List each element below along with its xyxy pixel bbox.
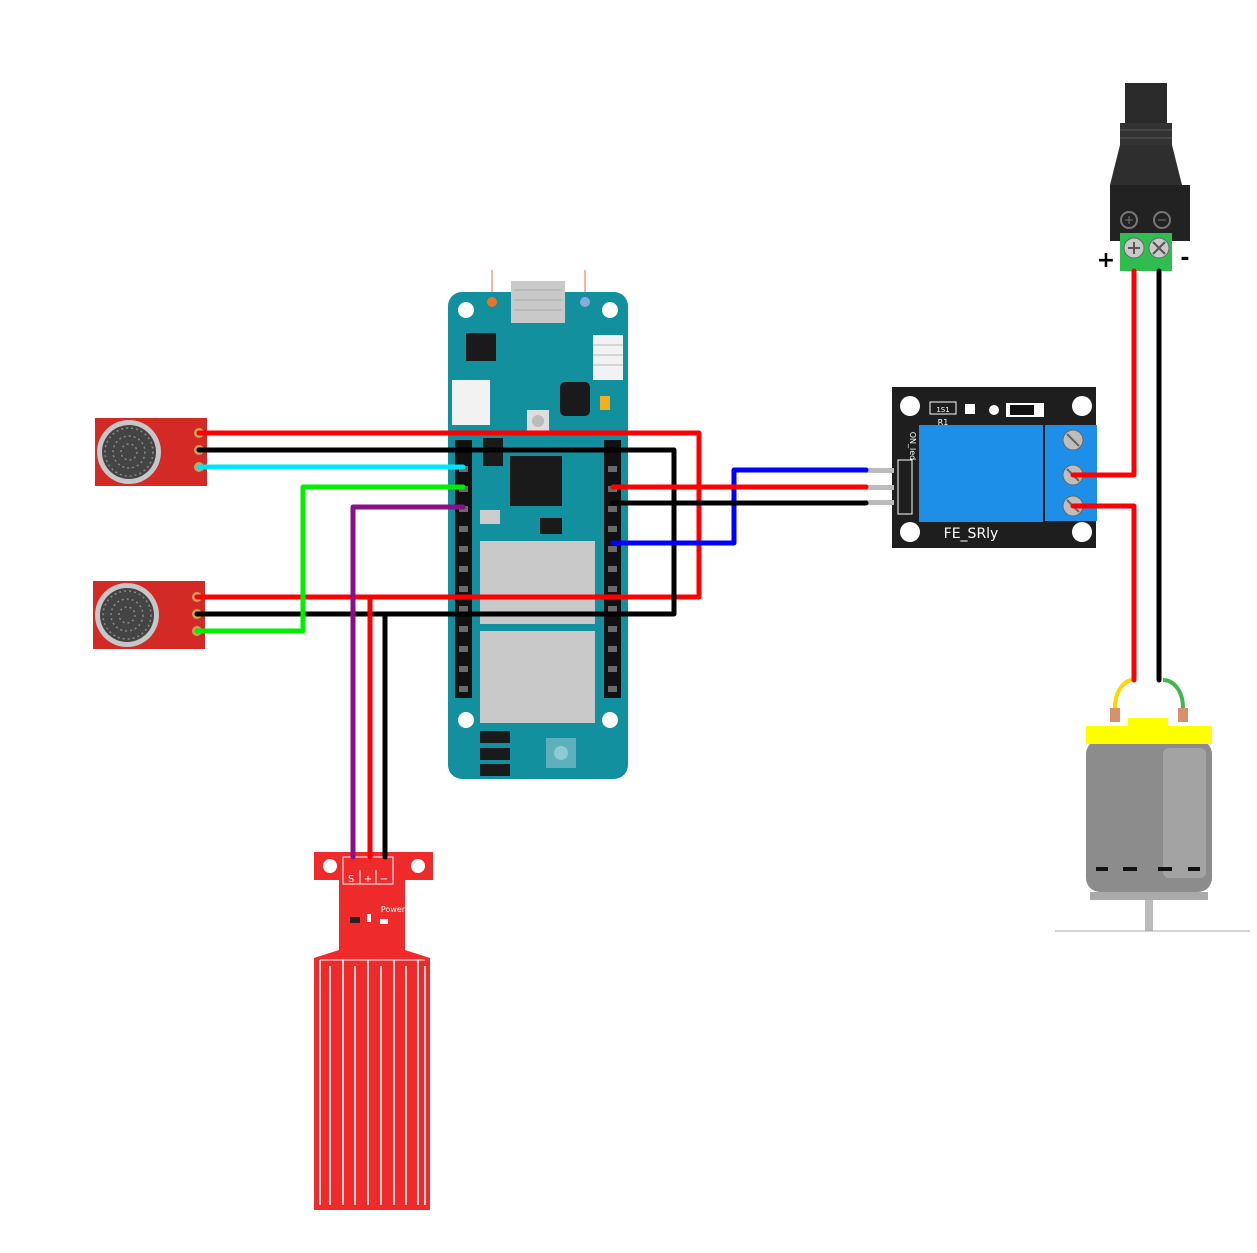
- relay-label: FE_SRly: [944, 526, 999, 542]
- dc-barrel-jack: + -: [1097, 83, 1190, 273]
- wires: [194, 268, 1162, 860]
- smd-label: 1S1: [936, 406, 949, 414]
- arduino-mkr-board: [448, 270, 628, 779]
- sound-sensor-1: [95, 418, 207, 486]
- water-level-sensor: S + − Power: [314, 852, 433, 1210]
- wire-relay-to-motor: [1070, 503, 1137, 683]
- wire-sensor2-signal: [194, 484, 466, 634]
- pin-label-s: S: [348, 874, 354, 885]
- sound-sensor-2: [93, 581, 205, 649]
- led-label: ON_led: [908, 432, 917, 461]
- wire-relay-signal: [610, 467, 869, 546]
- pin-label-minus: −: [380, 874, 388, 885]
- plus-sign: +: [1097, 248, 1115, 273]
- relay-module: 1S1 R1 ON_led FE_SRly: [866, 387, 1097, 548]
- minus-sign: -: [1180, 246, 1189, 271]
- dc-motor: [1055, 678, 1250, 932]
- power-label: Power: [381, 905, 406, 914]
- wire-sensor1-vcc: [194, 430, 702, 600]
- resistor-label: R1: [938, 418, 949, 427]
- wire-sensor1-gnd: [194, 447, 677, 617]
- pin-label-plus: +: [364, 874, 372, 885]
- wire-water-signal: [350, 504, 466, 860]
- wire-jack-positive: [1070, 268, 1137, 478]
